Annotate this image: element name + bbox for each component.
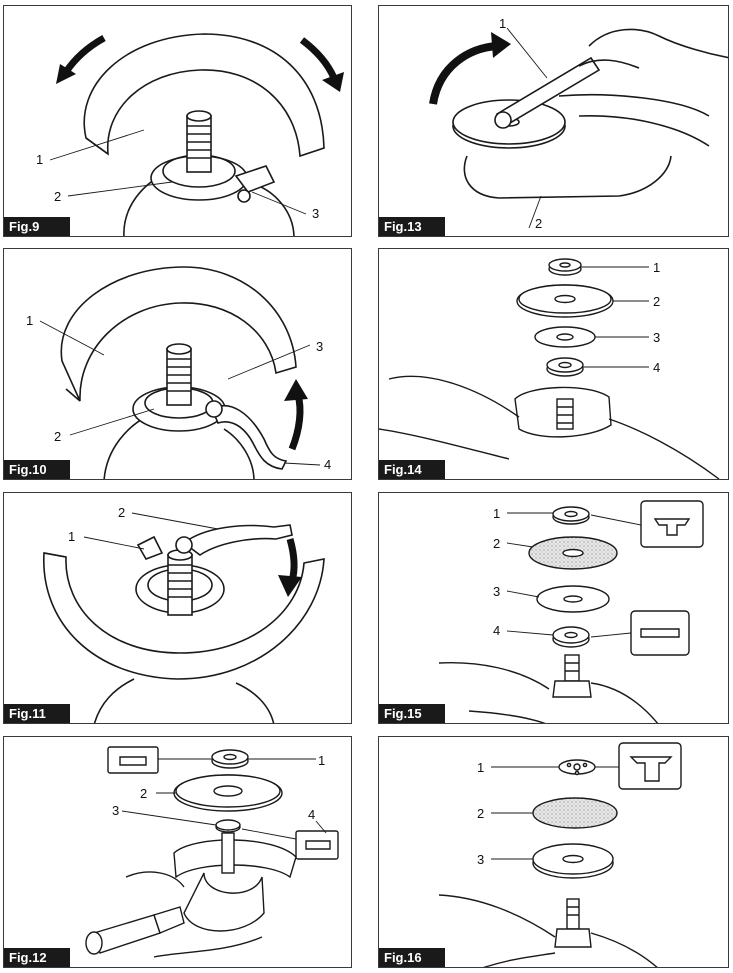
fig16-illustration: 1 2 3 xyxy=(438,742,682,967)
figure-label: Fig.9 xyxy=(4,217,70,236)
figure-label: Fig.14 xyxy=(379,460,445,479)
fig12-illustration: 1 2 3 4 xyxy=(85,746,339,958)
fig11-callout-2: 2 xyxy=(118,505,125,520)
fig13-illustration: 1 2 xyxy=(429,16,728,231)
fig12-callout-3: 3 xyxy=(112,803,119,818)
fig10-callout-1: 1 xyxy=(26,313,33,328)
fig10-callout-3: 3 xyxy=(316,339,323,354)
fig9-illustration: 1 2 3 xyxy=(36,33,344,236)
figure-panel-fig16: 1 2 3 Fig.16 xyxy=(378,736,729,968)
fig12-callout-4: 4 xyxy=(308,807,315,822)
figure-label: Fig.11 xyxy=(4,704,70,723)
fig11-illustration: 1 2 xyxy=(43,505,325,723)
fig15-callout-4: 4 xyxy=(493,623,500,638)
fig16-callout-1: 1 xyxy=(477,760,484,775)
fig15-callout-2: 2 xyxy=(493,536,500,551)
fig14-callout-3: 3 xyxy=(653,330,660,345)
fig13-callout-2: 2 xyxy=(535,216,542,231)
figure-panel-fig14: 1 2 3 4 Fig.14 xyxy=(378,248,729,480)
fig16-callout-3: 3 xyxy=(477,852,484,867)
fig14-callout-2: 2 xyxy=(653,294,660,309)
fig15-callout-3: 3 xyxy=(493,584,500,599)
fig9-callout-2: 2 xyxy=(54,189,61,204)
fig16-callout-2: 2 xyxy=(477,806,484,821)
fig14-callout-1: 1 xyxy=(653,260,660,275)
figure-label: Fig.16 xyxy=(379,948,445,967)
fig9-callout-1: 1 xyxy=(36,152,43,167)
fig14-illustration: 1 2 3 4 xyxy=(379,258,720,479)
figure-panel-fig12: 1 2 3 4 Fig.12 xyxy=(3,736,352,968)
fig10-illustration: 1 2 3 4 xyxy=(26,266,331,479)
fig12-callout-2: 2 xyxy=(140,786,147,801)
figure-panel-fig13: 1 2 Fig.13 xyxy=(378,5,729,237)
fig12-callout-1: 1 xyxy=(318,753,325,768)
fig13-callout-1: 1 xyxy=(499,16,506,31)
fig14-callout-4: 4 xyxy=(653,360,660,375)
figure-panel-fig10: 1 2 3 4 Fig.10 xyxy=(3,248,352,480)
fig15-callout-1: 1 xyxy=(493,506,500,521)
figure-label: Fig.13 xyxy=(379,217,445,236)
fig9-callout-3: 3 xyxy=(312,206,319,221)
figure-label: Fig.10 xyxy=(4,460,70,479)
fig10-callout-4: 4 xyxy=(324,457,331,472)
figure-label: Fig.12 xyxy=(4,948,70,967)
fig11-callout-1: 1 xyxy=(68,529,75,544)
figure-panel-fig15: 1 2 3 4 Fig.15 xyxy=(378,492,729,724)
figure-panel-fig11: 1 2 Fig.11 xyxy=(3,492,352,724)
fig10-callout-2: 2 xyxy=(54,429,61,444)
figure-panel-fig9: 1 2 3 Fig.9 xyxy=(3,5,352,237)
fig15-illustration: 1 2 3 4 xyxy=(438,500,704,723)
figure-label: Fig.15 xyxy=(379,704,445,723)
